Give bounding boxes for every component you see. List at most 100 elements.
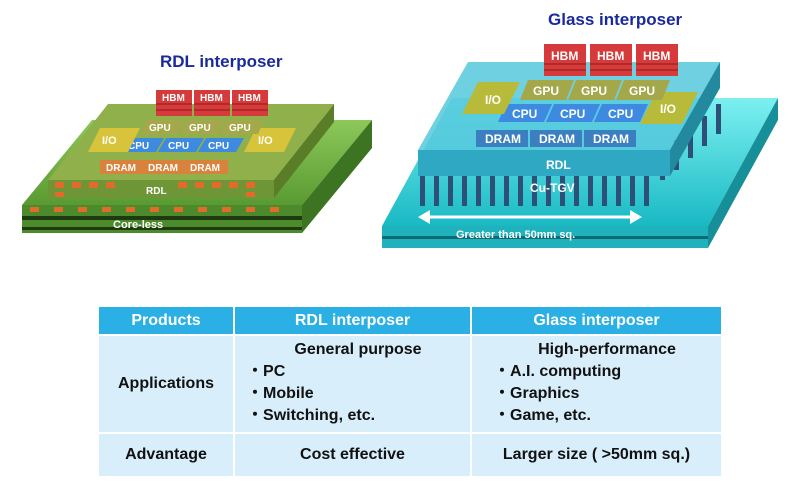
rdl-diagram-title: RDL interposer — [160, 52, 283, 71]
glass-dram-chip — [584, 130, 636, 147]
glass-gpu-chip — [616, 80, 670, 100]
glass-hbm-label: HBM — [643, 49, 670, 63]
rdl-dram-label: DRAM — [148, 163, 178, 174]
glass-cpu-chip — [546, 104, 600, 122]
glass-rdl-side — [670, 62, 720, 176]
glass-tgv-label: Cu-TGV — [530, 181, 575, 195]
glass-applications-heading: High-performance — [538, 341, 676, 358]
rdl-gpu-chip — [220, 120, 264, 134]
glass-io-label-right: I/O — [660, 102, 676, 116]
rdl-cpu-chip — [158, 138, 204, 152]
header-products: Products — [97, 305, 235, 336]
glass-rdl-front — [418, 150, 670, 176]
rdl-hbm-stack — [232, 90, 268, 116]
glass-hbm-label: HBM — [551, 49, 578, 63]
glass-gpu-chip — [520, 80, 574, 100]
interposer-diagrams: RDL Core-less DRAM DRAM DRAM CPU CPU CPU… — [22, 44, 778, 248]
glass-hbm-row: HBM HBM HBM — [544, 44, 678, 76]
comparison-table: Products RDL interposer Glass interposer… — [97, 305, 723, 478]
rdl-io-label-right: I/O — [258, 135, 273, 147]
header-glass: Glass interposer — [470, 305, 723, 336]
rdl-base-stripe-2 — [22, 227, 302, 230]
list-item: Mobile — [247, 383, 469, 405]
rdl-cpu-label: CPU — [128, 141, 149, 152]
rdl-dram-label: DRAM — [106, 163, 136, 174]
glass-cpu-chip — [594, 104, 648, 122]
glass-gpu-label: GPU — [533, 84, 559, 98]
header-rdl: RDL interposer — [233, 305, 472, 336]
rdl-gpu-label: GPU — [149, 123, 171, 134]
glass-hbm-label: HBM — [597, 49, 624, 63]
list-item: A.I. computing — [494, 361, 720, 383]
glass-hbm-stack — [636, 44, 678, 76]
glass-diagram-title: Glass interposer — [548, 10, 683, 29]
rdl-advantage-cell: Cost effective — [233, 432, 472, 478]
rdl-bumps — [30, 182, 279, 212]
rdl-dram-chip — [142, 160, 186, 174]
glass-applications-list: A.I. computing Graphics Game, etc. — [494, 361, 720, 427]
rdl-layer-label: RDL — [146, 186, 167, 197]
glass-gpu-row: GPU GPU GPU — [520, 80, 670, 100]
glass-applications-cell: High-performance A.I. computing Graphics… — [470, 334, 723, 434]
glass-gpu-label: GPU — [581, 84, 607, 98]
glass-io-chip-left — [462, 82, 520, 114]
rdl-dram-chip — [100, 160, 144, 174]
rdl-cpu-chip — [198, 138, 244, 152]
glass-interposer-diagram: RDL Cu-TGV Greater than 50mm sq. DRAM DR… — [382, 44, 778, 248]
rdl-io-label-left: I/O — [102, 135, 117, 147]
glass-cpu-label: CPU — [608, 107, 633, 121]
table-row-advantage: Advantage Cost effective Larger size ( >… — [97, 432, 723, 478]
glass-io-label-left: I/O — [485, 93, 501, 107]
rdl-hbm-label: HBM — [200, 93, 223, 104]
rdl-hbm-stack — [156, 90, 192, 116]
glass-dram-label: DRAM — [593, 132, 629, 146]
row-label-advantage: Advantage — [97, 432, 235, 478]
glass-gpu-chip — [568, 80, 622, 100]
rdl-applications-list: PC Mobile Switching, etc. — [247, 361, 469, 427]
list-item: PC — [247, 361, 469, 383]
rdl-base-label: Core-less — [113, 219, 163, 231]
rdl-gpu-chip — [140, 120, 184, 134]
rdl-cpu-label: CPU — [168, 141, 189, 152]
glass-advantage-cell: Larger size ( >50mm sq.) — [470, 432, 723, 478]
rdl-hbm-row: HBM HBM HBM — [156, 90, 268, 116]
rdl-applications-heading: General purpose — [294, 341, 422, 358]
glass-base-stripe — [382, 236, 708, 239]
glass-rdl-label: RDL — [546, 158, 571, 172]
rdl-dram-label: DRAM — [190, 163, 220, 174]
rdl-gpu-label: GPU — [229, 123, 251, 134]
glass-hbm-stack — [590, 44, 632, 76]
rdl-hbm-stack — [194, 90, 230, 116]
rdl-gpu-row: GPU GPU GPU — [140, 120, 264, 134]
rdl-gpu-label: GPU — [189, 123, 211, 134]
list-item: Graphics — [494, 383, 720, 405]
rdl-hbm-label: HBM — [162, 93, 185, 104]
table-row-applications: Applications General purpose PC Mobile S… — [97, 334, 723, 434]
rdl-base-side — [302, 120, 372, 233]
glass-dram-label: DRAM — [539, 132, 575, 146]
glass-dram-row: DRAM DRAM DRAM — [476, 130, 636, 147]
glass-size-label: Greater than 50mm sq. — [456, 229, 575, 241]
table-header-row: Products RDL interposer Glass interposer — [97, 305, 723, 336]
row-label-applications: Applications — [97, 334, 235, 434]
rdl-hbm-label: HBM — [238, 93, 261, 104]
rdl-layer-side — [274, 104, 334, 198]
rdl-applications-cell: General purpose PC Mobile Switching, etc… — [233, 334, 472, 434]
glass-hbm-stack — [544, 44, 586, 76]
glass-cpu-label: CPU — [560, 107, 585, 121]
glass-gpu-label: GPU — [629, 84, 655, 98]
glass-cpu-label: CPU — [512, 107, 537, 121]
glass-cpu-chip — [498, 104, 552, 122]
glass-cpu-row: CPU CPU CPU — [498, 104, 648, 122]
rdl-gpu-chip — [180, 120, 224, 134]
rdl-base-stripe — [22, 216, 302, 220]
rdl-dram-chip — [184, 160, 228, 174]
rdl-cpu-label: CPU — [208, 141, 229, 152]
rdl-interposer-diagram: RDL Core-less DRAM DRAM DRAM CPU CPU CPU… — [22, 90, 372, 233]
list-item: Game, etc. — [494, 405, 720, 427]
glass-size-arrow — [418, 210, 642, 224]
rdl-io-chip-left — [88, 128, 140, 152]
rdl-dram-row: DRAM DRAM DRAM — [100, 160, 228, 174]
list-item: Switching, etc. — [247, 405, 469, 427]
rdl-cpu-row: CPU CPU CPU — [118, 138, 244, 152]
